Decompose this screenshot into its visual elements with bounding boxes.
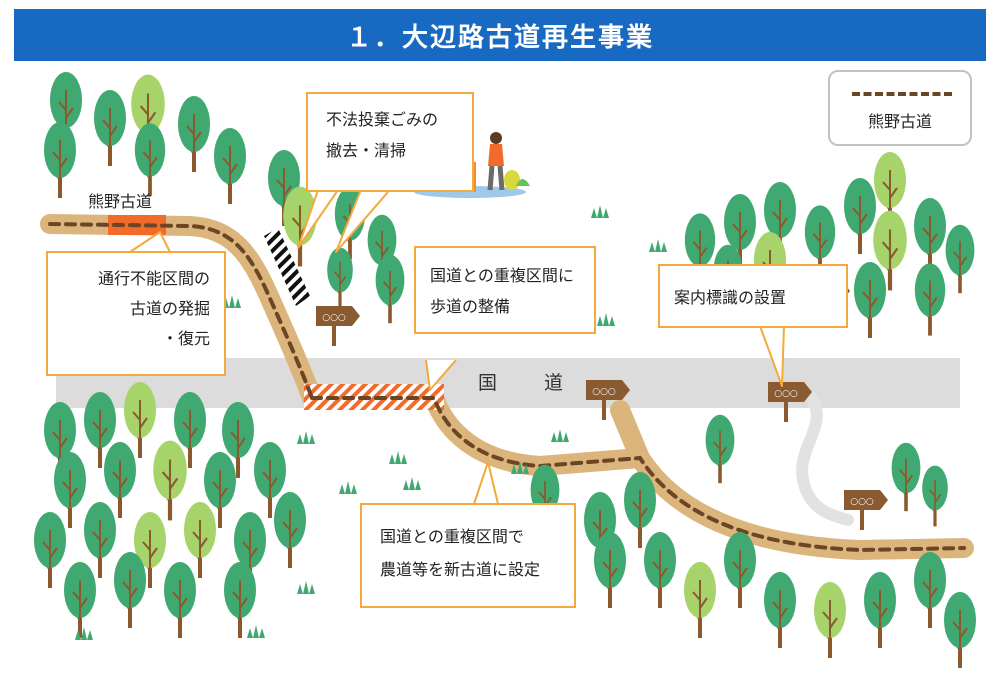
tree-icon	[724, 194, 756, 270]
tree-icon	[724, 532, 756, 608]
signpost-text: ○○○	[850, 497, 874, 507]
tree-icon	[184, 502, 216, 578]
tree-icon	[104, 442, 136, 518]
callout-signage: 案内標識の設置	[658, 264, 848, 328]
signpost-text: ○○○	[322, 313, 346, 323]
tree-icon	[705, 414, 735, 484]
tree-icon	[124, 382, 156, 458]
grass-tuft-icon	[339, 481, 357, 494]
tree-icon	[84, 502, 116, 578]
grass-tuft-icon	[75, 627, 93, 640]
legend-trail-swatch	[852, 92, 952, 96]
tree-icon	[914, 552, 946, 628]
callout-dumping-line-2: 撤去・清掃	[326, 140, 407, 160]
tree-icon	[178, 96, 210, 172]
callout-sidewalk-line-2: 歩道の整備	[430, 296, 511, 316]
signpost-icon: ○○○	[844, 490, 888, 530]
legend-label: 熊野古道	[867, 112, 932, 131]
grass-tuft-icon	[403, 477, 421, 490]
grass-tuft-icon	[389, 451, 407, 464]
tree-icon	[174, 392, 206, 468]
tree-icon	[134, 123, 166, 196]
tree-icon	[224, 562, 256, 638]
callout-excavation-line-1: 通行不能区間の	[97, 269, 210, 288]
tree-icon	[134, 512, 166, 588]
kumano-kodo-label: 熊野古道	[88, 192, 153, 211]
tree-icon	[914, 263, 946, 336]
callout-sidewalk-line-1: 国道との重複区間に	[430, 266, 574, 285]
tree-icon	[844, 178, 876, 254]
tree-icon	[375, 254, 405, 324]
callout-dumping-line-1: 不法投棄ごみの	[326, 110, 439, 129]
tree-icon	[214, 128, 246, 204]
tree-icon	[945, 224, 975, 294]
tree-icon	[873, 210, 907, 291]
callout-excavation-line-2: 古道の発掘	[129, 298, 210, 318]
national-road-label: 国 道	[478, 372, 578, 394]
callout-signage-line-1: 案内標識の設置	[674, 288, 787, 307]
grass-tuft-icon	[297, 431, 315, 444]
legend: 熊野古道	[828, 70, 972, 146]
callout-excavation-line-3: ・復元	[161, 328, 210, 348]
callout-farm-road-line-2: 農道等を新古道に設定	[380, 559, 541, 579]
tree-icon	[854, 262, 886, 338]
page-title: １．大辺路古道再生事業	[14, 9, 986, 61]
tree-icon	[54, 452, 86, 528]
tree-icon	[44, 402, 76, 478]
tree-icon	[34, 512, 66, 588]
tree-icon	[153, 440, 187, 521]
signpost-icon: ○○○	[768, 382, 812, 422]
grass-tuft-icon	[223, 295, 241, 308]
grass-tuft-icon	[247, 625, 265, 638]
callout-excavation: 通行不能区間の 古道の発掘 ・復元	[46, 251, 226, 376]
tree-icon	[874, 152, 906, 228]
signpost-icon: ○○○	[316, 306, 360, 346]
tree-icon	[922, 465, 948, 527]
tree-icon	[914, 198, 946, 274]
tree-icon	[594, 532, 626, 608]
tree-icon	[644, 532, 676, 608]
tree-icon	[204, 452, 236, 528]
tree-icon	[814, 582, 846, 658]
side-path	[796, 392, 854, 526]
tree-icon	[94, 90, 126, 166]
grass-tuft-icon	[297, 581, 315, 594]
tree-icon	[84, 392, 116, 468]
tree-icon	[274, 492, 306, 568]
tree-icon	[864, 572, 896, 648]
callout-farm-road: 国道との重複区間で 農道等を新古道に設定	[360, 503, 576, 608]
tree-icon	[944, 592, 976, 668]
signpost-text: ○○○	[592, 387, 616, 397]
tree-icon	[804, 205, 836, 278]
tree-icon	[254, 442, 286, 518]
tree-icon	[624, 472, 656, 548]
grass-tuft-icon	[591, 205, 609, 218]
grass-tuft-icon	[551, 429, 569, 442]
grass-tuft-icon	[649, 239, 667, 252]
tree-icon	[891, 442, 921, 512]
trail-dash-line	[48, 222, 966, 553]
grass-tuft-icon	[597, 313, 615, 326]
tree-icon	[164, 562, 196, 638]
tree-icon	[44, 122, 76, 198]
tree-icon	[114, 552, 146, 628]
tree-icon	[327, 247, 353, 309]
signpost-text: ○○○	[774, 389, 798, 399]
tree-icon	[222, 402, 254, 478]
callout-farm-road-line-1: 国道との重複区間で	[380, 527, 524, 546]
callout-pointers	[129, 189, 785, 505]
dumping-area-hatch	[264, 228, 310, 306]
tree-icon	[64, 562, 96, 638]
grass-tuft-icon	[511, 461, 529, 474]
callout-sidewalk: 国道との重複区間に 歩道の整備	[414, 246, 596, 334]
signpost-icon: ○○○	[586, 380, 630, 420]
tree-icon	[764, 572, 796, 648]
tree-icon	[684, 562, 716, 638]
callout-dumping: 不法投棄ごみの 撤去・清掃	[306, 92, 474, 192]
